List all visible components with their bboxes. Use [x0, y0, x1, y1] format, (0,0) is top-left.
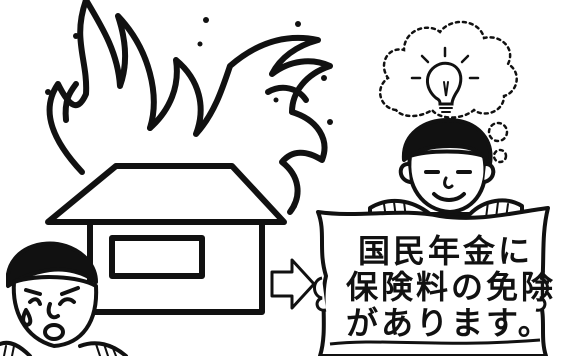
flame-left-inner: [62, 81, 79, 123]
sad-man-nose: [46, 302, 60, 320]
happy-man-ear-right: [482, 162, 496, 184]
flame-right: [279, 109, 328, 215]
sign-line-1: 国民年金に: [358, 232, 533, 270]
flame-right-curl: [265, 84, 309, 103]
hand-left: [313, 276, 327, 312]
embers: [45, 17, 333, 209]
sad-man-eye-left: [28, 297, 42, 306]
sad-man-hair: [6, 241, 98, 288]
sad-man-eye-right: [58, 297, 76, 306]
thought-cloud: [378, 20, 518, 119]
lightbulb-icon: [410, 46, 480, 113]
thought-dot: [487, 121, 509, 143]
flame-center: [147, 34, 333, 137]
sign-line-2: 保険料の免除: [346, 268, 556, 306]
happy-man: [368, 118, 524, 222]
ember: [291, 203, 297, 209]
ember: [321, 75, 327, 81]
ember: [45, 89, 51, 95]
sad-man-shirt-stripes: [3, 343, 117, 356]
sad-man-mouth: [43, 323, 65, 341]
house-window: [109, 235, 205, 279]
happy-man-mouth: [432, 192, 466, 202]
sad-man-brow-right: [60, 286, 80, 296]
happy-man-shirt-stripes: [383, 201, 509, 219]
happy-man-nose: [443, 176, 454, 190]
tear-drop-icon: [21, 308, 33, 327]
hand-right: [535, 276, 549, 312]
sign-curl-bottom: [329, 338, 541, 346]
arrow-right-icon: [270, 258, 316, 310]
flame-left: [46, 0, 157, 175]
sad-man: [0, 241, 128, 356]
flames: [46, 0, 333, 215]
happy-man-face: [407, 149, 488, 214]
sign: 国民年金に 保険料の免除 があります。: [313, 206, 556, 356]
happy-man-ear-left: [398, 162, 412, 184]
ember: [197, 41, 203, 47]
ember: [273, 97, 279, 103]
sad-man-brow-left: [24, 288, 42, 296]
sign-line-3: があります。: [346, 304, 553, 342]
house-roof: [45, 163, 287, 225]
thought-dot: [492, 148, 508, 164]
ember: [73, 33, 79, 39]
ember: [203, 17, 209, 23]
ember: [295, 21, 301, 27]
ember: [327, 119, 333, 125]
